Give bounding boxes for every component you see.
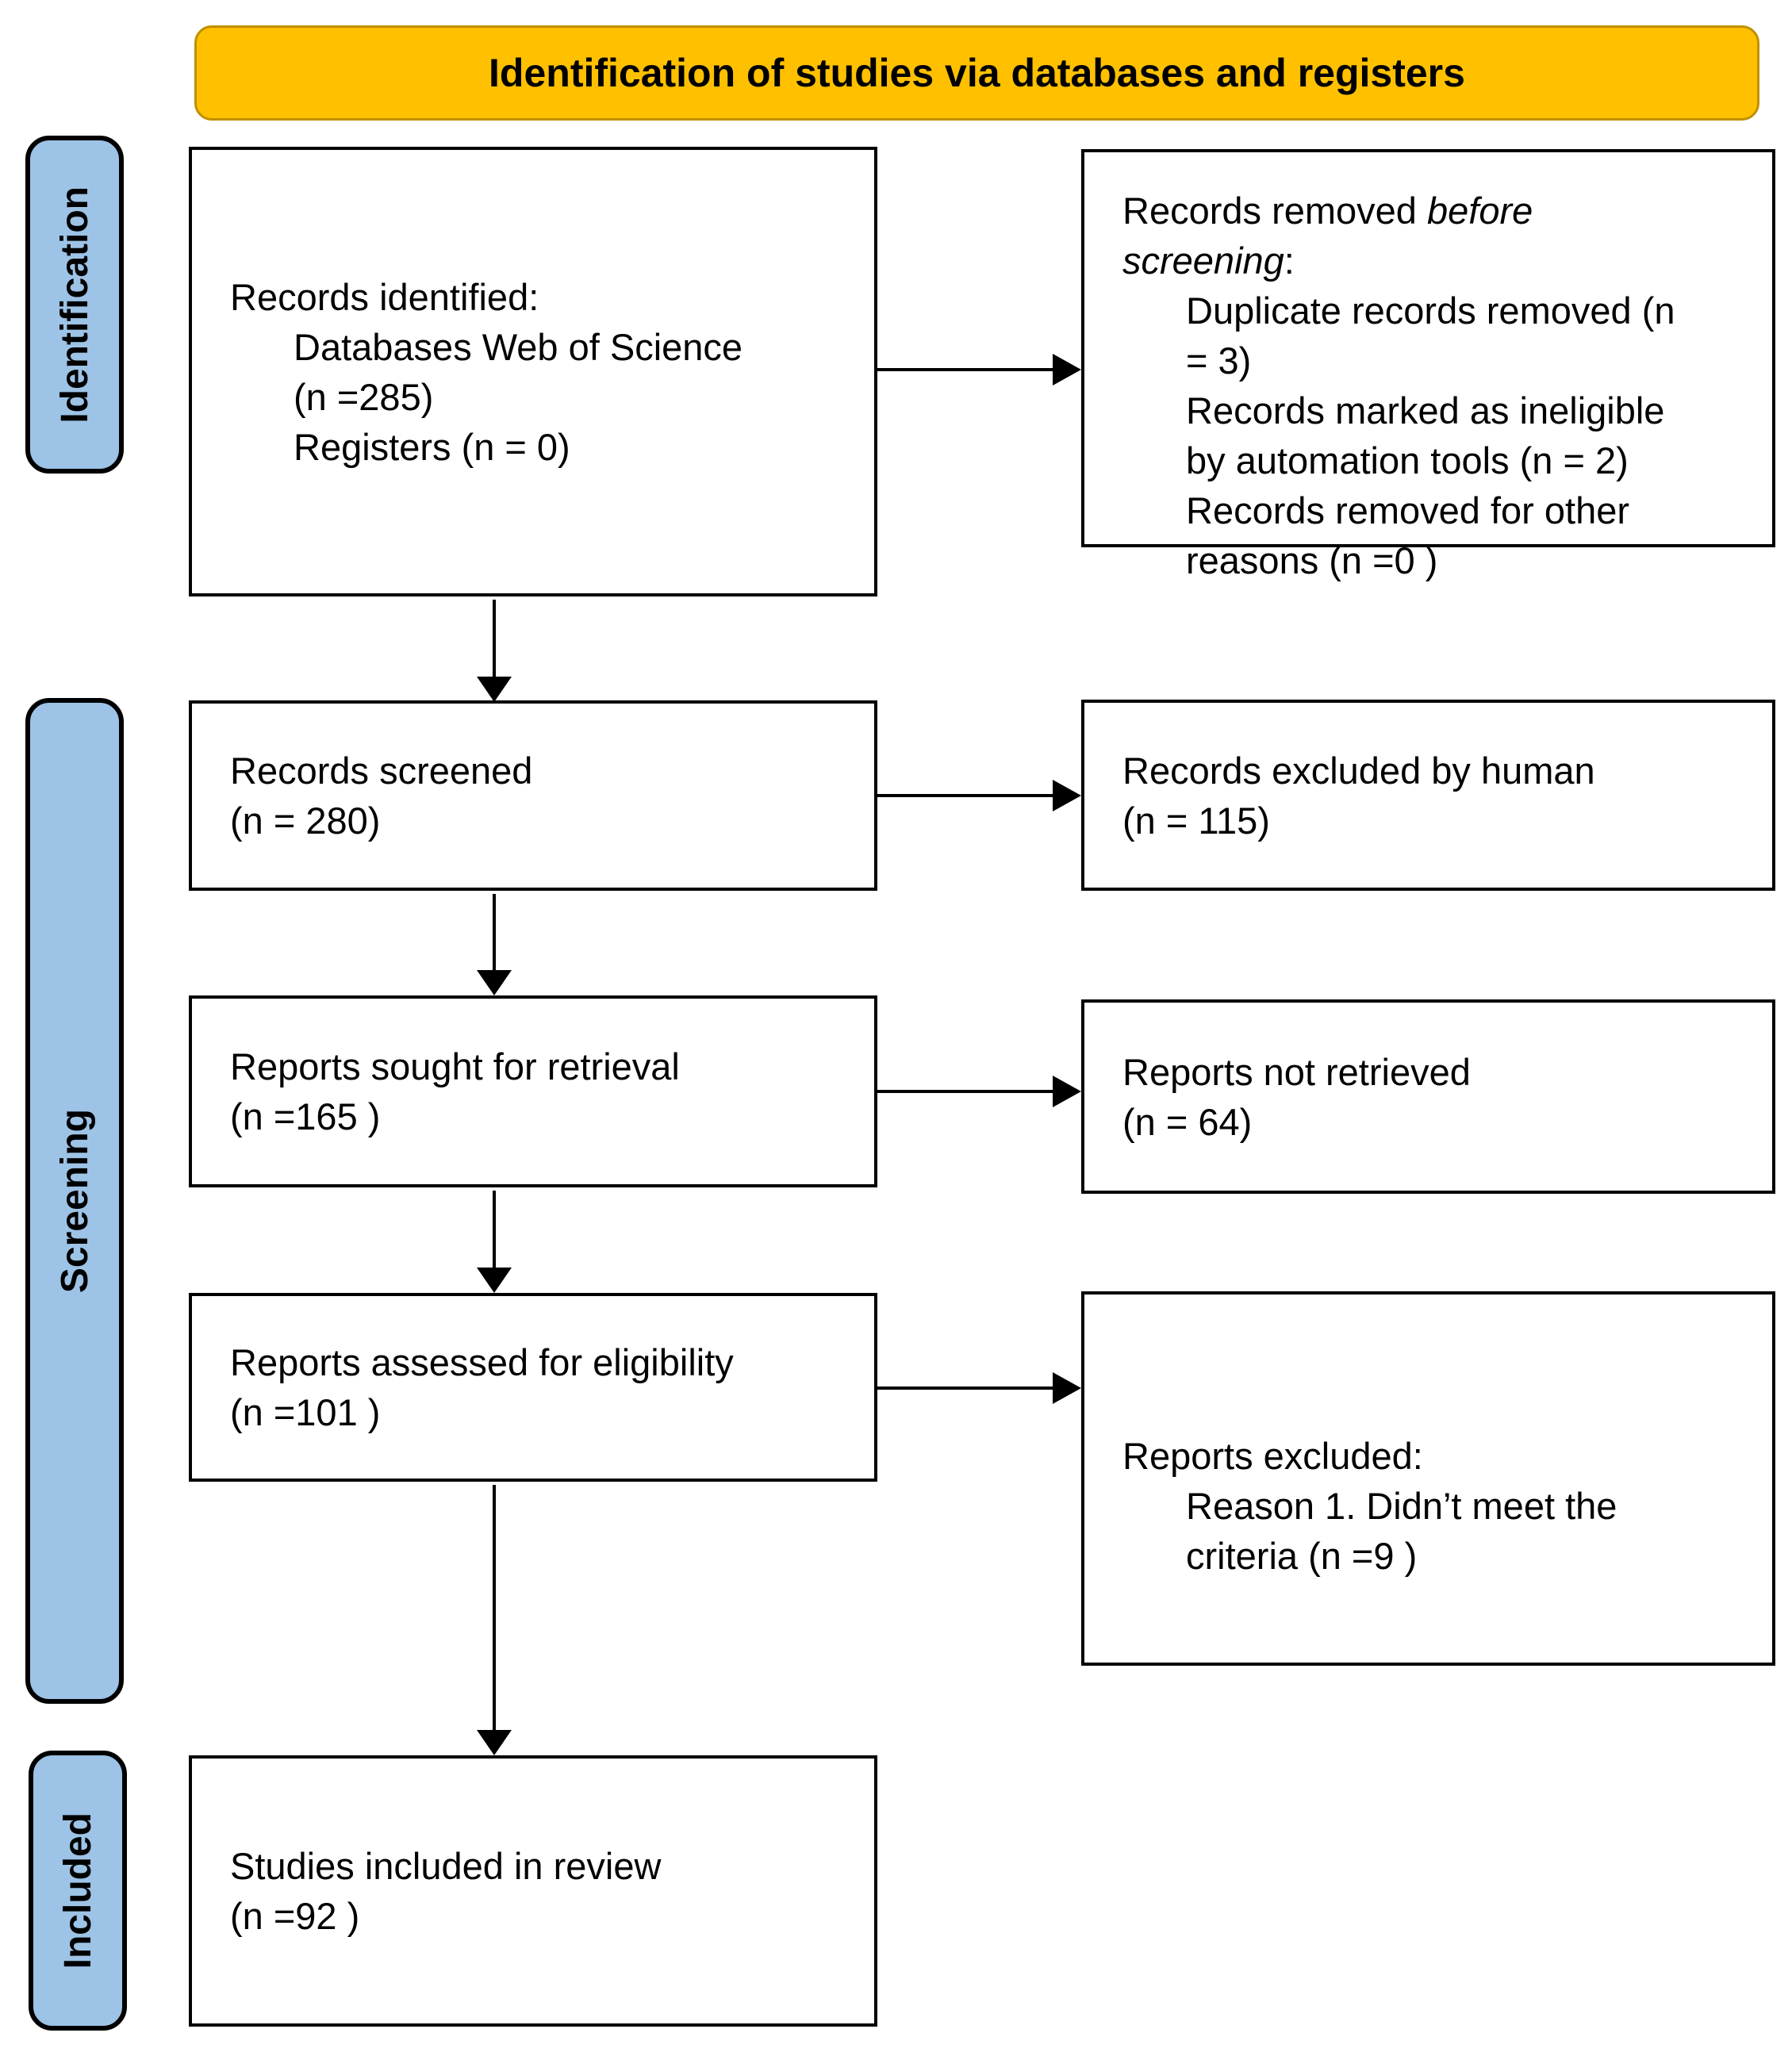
records-removed-heading-line2: screening: (1122, 236, 1756, 286)
records-removed-item: reasons (n =0 ) (1186, 539, 1438, 581)
records-excluded-line: Records excluded by human (1122, 749, 1595, 792)
arrow-identified-to-removed-line (877, 368, 1053, 371)
stage-screening: Screening (25, 698, 124, 1704)
reports-assessed-count: (n =101 ) (230, 1391, 381, 1433)
stage-included-label: Included (56, 1812, 99, 1970)
arrow-screened-to-sought-head-icon (477, 970, 512, 995)
records-removed-item: Records removed for other (1186, 489, 1630, 531)
studies-included-count: (n =92 ) (230, 1895, 360, 1937)
box-records-excluded: Records excluded by human (n = 115) (1081, 700, 1775, 891)
records-identified-line: Databases Web of Science (294, 325, 743, 368)
box-reports-sought: Reports sought for retrieval (n =165 ) (189, 995, 877, 1187)
arrow-identified-to-screened-head-icon (477, 677, 512, 702)
banner-title-text: Identification of studies via databases … (489, 51, 1465, 95)
reports-assessed-line: Reports assessed for eligibility (230, 1341, 734, 1383)
arrow-assessed-to-reportsexcluded-line (877, 1387, 1053, 1390)
reports-sought-count: (n =165 ) (230, 1095, 381, 1137)
stage-identification: Identification (25, 136, 124, 474)
records-identified-registers: Registers (n = 0) (294, 425, 570, 468)
box-records-screened: Records screened (n = 280) (189, 700, 877, 891)
reports-excluded-reason: Reason 1. Didn’t meet the (1186, 1485, 1617, 1527)
box-studies-included: Studies included in review (n =92 ) (189, 1755, 877, 2027)
stage-included: Included (29, 1751, 127, 2031)
records-removed-heading-italic2: screening (1122, 240, 1284, 282)
box-records-removed: Records removed before screening: Duplic… (1081, 149, 1775, 581)
records-removed-heading-line1: Records removed before (1122, 186, 1756, 236)
arrow-identified-to-removed-head-icon (1053, 354, 1081, 385)
box-reports-assessed: Reports assessed for eligibility (n =101… (189, 1293, 877, 1482)
studies-included-line: Studies included in review (230, 1845, 662, 1887)
records-removed-item: = 3) (1186, 339, 1252, 382)
arrow-assessed-to-included-head-icon (477, 1730, 512, 1755)
records-removed-heading-italic: before (1427, 190, 1533, 232)
reports-sought-line: Reports sought for retrieval (230, 1045, 680, 1087)
arrow-sought-to-notretrieved-head-icon (1053, 1076, 1081, 1107)
arrow-assessed-to-included-line (493, 1485, 496, 1730)
banner-title: Identification of studies via databases … (194, 25, 1759, 121)
box-records-identified: Records identified: Databases Web of Sci… (189, 147, 877, 596)
records-identified-line: Records identified: (230, 275, 539, 318)
records-removed-item: by automation tools (n = 2) (1186, 439, 1629, 481)
arrow-sought-to-assessed-line (493, 1191, 496, 1268)
records-removed-item: Records marked as ineligible (1186, 389, 1665, 431)
records-identified-count: (n =285) (294, 375, 434, 418)
arrow-sought-to-assessed-head-icon (477, 1268, 512, 1293)
records-removed-heading-normal: Records removed (1122, 190, 1427, 232)
arrow-assessed-to-reportsexcluded-head-icon (1053, 1372, 1081, 1404)
records-removed-item: Duplicate records removed (n (1186, 290, 1675, 332)
box-reports-excluded: Reports excluded: Reason 1. Didn’t meet … (1081, 1291, 1775, 1666)
arrow-identified-to-screened-line (493, 600, 496, 677)
reports-excluded-heading: Reports excluded: (1122, 1435, 1423, 1477)
records-excluded-count: (n = 115) (1122, 799, 1270, 842)
reports-excluded-reason: criteria (n =9 ) (1186, 1535, 1418, 1577)
arrow-screened-to-excluded-line (877, 794, 1053, 797)
arrow-screened-to-sought-line (493, 894, 496, 970)
records-screened-line: Records screened (230, 750, 533, 792)
records-screened-count: (n = 280) (230, 800, 381, 842)
arrow-sought-to-notretrieved-line (877, 1090, 1053, 1093)
reports-not-retrieved-line: Reports not retrieved (1122, 1050, 1471, 1093)
stage-screening-label: Screening (53, 1108, 96, 1294)
records-removed-heading-colon: : (1284, 240, 1295, 282)
stage-identification-label: Identification (53, 186, 96, 424)
reports-not-retrieved-count: (n = 64) (1122, 1100, 1253, 1143)
arrow-screened-to-excluded-head-icon (1053, 780, 1081, 811)
box-reports-not-retrieved: Reports not retrieved (n = 64) (1081, 999, 1775, 1194)
